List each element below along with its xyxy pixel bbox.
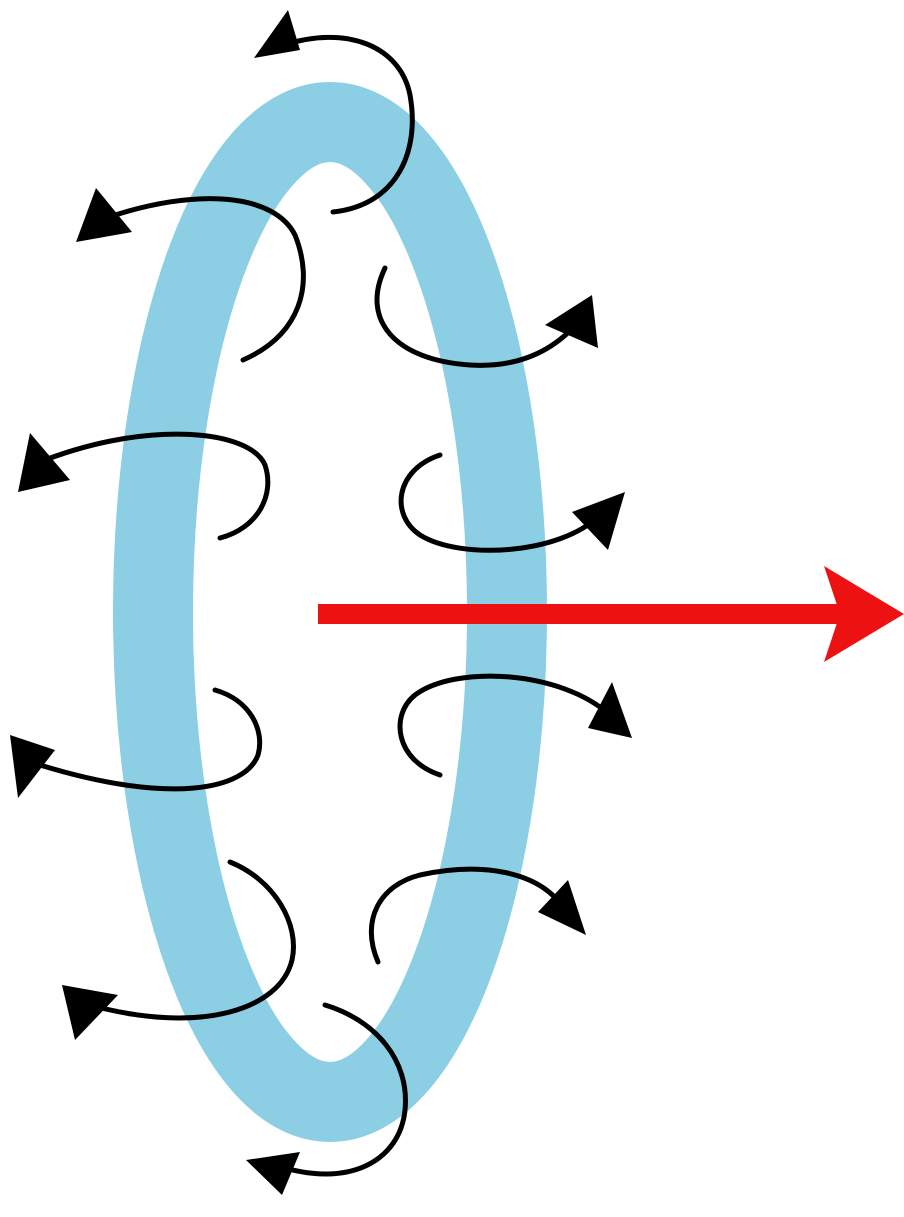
arrowhead-bottom bbox=[246, 1152, 300, 1195]
arrowhead-top bbox=[254, 10, 300, 58]
field-direction-arrow bbox=[318, 566, 904, 662]
arrowhead-right-3 bbox=[588, 682, 632, 738]
arrowhead-left-1 bbox=[76, 188, 132, 242]
arrowhead-left-4 bbox=[62, 985, 118, 1040]
arrowhead-left-2 bbox=[18, 433, 70, 492]
arrowhead-right-1 bbox=[545, 295, 598, 348]
arrowhead-right-2 bbox=[572, 492, 625, 550]
